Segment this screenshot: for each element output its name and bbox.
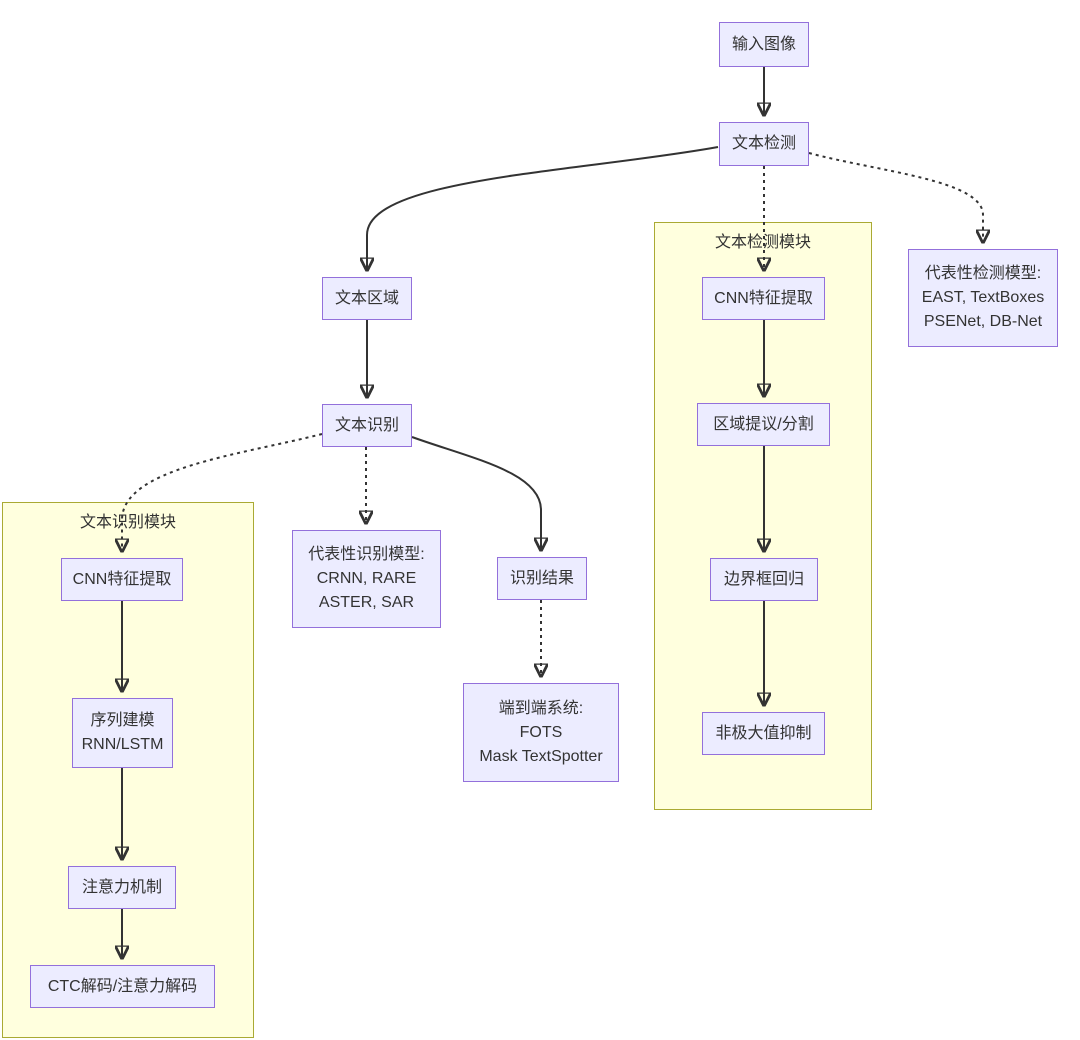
subgraph-title-recognition: 文本识别模块 <box>79 514 176 531</box>
node-detection-models: 代表性检测模型: EAST, TextBoxes PSENet, DB-Net <box>908 249 1058 347</box>
node-end-to-end: 端到端系统: FOTS Mask TextSpotter <box>463 683 619 782</box>
node-sequence-modeling: 序列建模 RNN/LSTM <box>72 698 173 768</box>
node-recognition-result: 识别结果 <box>497 557 587 600</box>
node-bbox-regression: 边界框回归 <box>710 558 818 601</box>
node-rec-cnn-feature: CNN特征提取 <box>61 558 183 601</box>
node-region-proposal: 区域提议/分割 <box>697 403 830 446</box>
node-text-region: 文本区域 <box>322 277 412 320</box>
edge-detection-to-detection-models <box>808 152 983 242</box>
subgraph-title-detection: 文本检测模块 <box>714 234 811 251</box>
node-text-recognition: 文本识别 <box>322 404 412 447</box>
node-det-cnn-feature: CNN特征提取 <box>702 277 825 320</box>
node-ctc-decoding: CTC解码/注意力解码 <box>30 965 215 1008</box>
edge-recognition-to-result <box>411 436 541 550</box>
node-text-detection: 文本检测 <box>719 122 809 166</box>
edge-detection-to-region <box>367 146 719 270</box>
node-attention-mechanism: 注意力机制 <box>68 866 176 909</box>
edge-recognition-to-rec-cnn <box>122 433 323 551</box>
node-input-image: 输入图像 <box>719 22 809 67</box>
node-recognition-models: 代表性识别模型: CRNN, RARE ASTER, SAR <box>292 530 441 628</box>
node-nms: 非极大值抑制 <box>702 712 825 755</box>
